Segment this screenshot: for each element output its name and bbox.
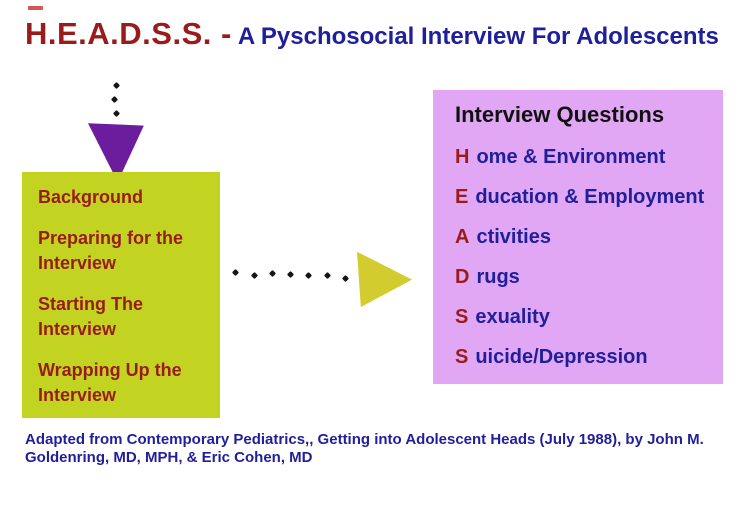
- dot-icon: [323, 271, 332, 280]
- attribution-line-2: Goldenring, MD, MPH, & Eric Cohen, MD: [25, 449, 313, 466]
- headss-text: ducation & Employment: [475, 186, 705, 208]
- attribution-line-1: Adapted from Contemporary Pediatrics,, G…: [25, 431, 704, 448]
- dot-icon: [286, 270, 295, 279]
- panel-heading: Interview Questions: [455, 102, 665, 127]
- headss-letter: A: [455, 226, 470, 248]
- dot-icon: [268, 269, 277, 278]
- headss-letter: H: [455, 146, 470, 168]
- dot-icon: [110, 95, 119, 104]
- headss-text: rugs: [476, 266, 520, 288]
- title-subtitle: A Pyschosocial Interview For Adolescents: [237, 23, 719, 50]
- process-item: Background: [38, 187, 144, 207]
- page-title: H.E.A.D.S.S. -A Pyschosocial Interview F…: [25, 16, 719, 52]
- dot-icon: [231, 268, 240, 277]
- headss-text: uicide/Depression: [475, 346, 648, 368]
- headss-letter: S: [455, 306, 469, 328]
- dot-icon: [341, 274, 350, 283]
- process-item: Wrapping Up the Interview: [38, 360, 182, 405]
- attribution-text: Adapted from Contemporary Pediatrics,, G…: [25, 431, 735, 467]
- process-panel: Background Preparing for the Interview S…: [22, 172, 220, 418]
- dot-icon: [250, 271, 259, 280]
- headss-letter: S: [455, 346, 469, 368]
- headss-text: ome & Environment: [476, 146, 666, 168]
- right-arrow-icon: [357, 251, 412, 307]
- dot-icon: [304, 271, 313, 280]
- headss-letter: E: [455, 186, 469, 208]
- headss-text: ctivities: [476, 226, 551, 248]
- dot-icon: [112, 81, 121, 90]
- dot-icon: [112, 109, 121, 118]
- headss-letter: D: [455, 266, 470, 288]
- process-item: Preparing for the Interview: [38, 228, 184, 273]
- process-item: Starting The Interview: [38, 294, 144, 339]
- title-acronym: H.E.A.D.S.S. -: [25, 16, 232, 51]
- decorative-red-dash: [28, 6, 43, 10]
- headss-text: exuality: [475, 306, 550, 328]
